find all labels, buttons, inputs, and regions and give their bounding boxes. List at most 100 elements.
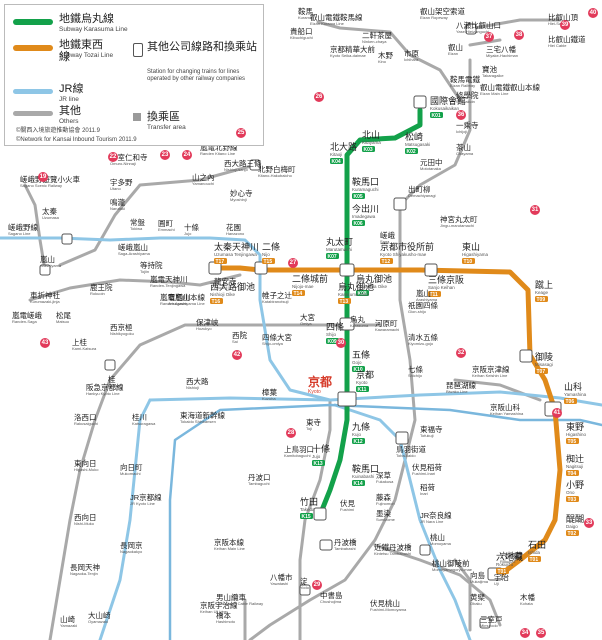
- poi-marker[interactable]: 35: [536, 628, 546, 638]
- poi-marker[interactable]: 31: [530, 205, 540, 215]
- poi-marker[interactable]: 26: [314, 92, 324, 102]
- poi-marker[interactable]: 43: [40, 338, 50, 348]
- poi-marker[interactable]: 36: [456, 110, 466, 120]
- poi-marker[interactable]: 23: [160, 150, 170, 160]
- poi-marker[interactable]: 30: [336, 338, 346, 348]
- poi-marker[interactable]: 19: [38, 172, 48, 182]
- poi-marker[interactable]: 37: [484, 32, 494, 42]
- poi-marker[interactable]: 40: [588, 8, 598, 18]
- poi-marker[interactable]: 28: [286, 428, 296, 438]
- poi-marker[interactable]: 27: [288, 258, 298, 268]
- poi-marker[interactable]: 32: [456, 348, 466, 358]
- poi-marker[interactable]: 42: [232, 350, 242, 360]
- poi-marker[interactable]: 33: [584, 518, 594, 528]
- poi-marker[interactable]: 22: [108, 152, 118, 162]
- poi-marker[interactable]: 38: [514, 30, 524, 40]
